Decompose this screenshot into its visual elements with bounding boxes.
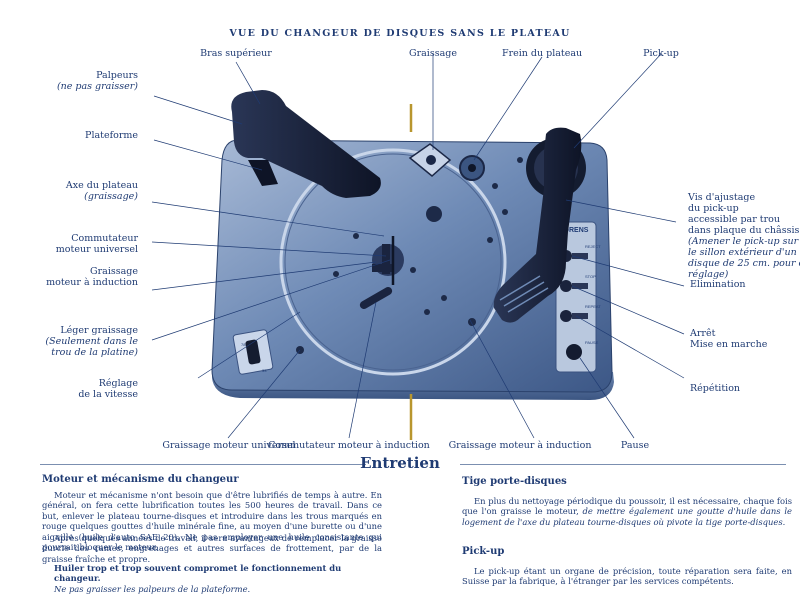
label-reglage-vitesse: Réglage de la vitesse — [78, 378, 138, 400]
label-graissage-induction: Graissage moteur à induction — [46, 266, 138, 288]
para-tige: En plus du nettoyage périodique du pouss… — [462, 496, 792, 527]
label-leger-graissage: Léger graissage (Seulement dans le trou … — [45, 325, 138, 358]
platter-ring — [279, 148, 507, 376]
label-graissage-moteur-universel: Graissage moteur universel — [162, 440, 296, 451]
label-vis-ajustage: Vis d'ajustage du pick-up accessible par… — [688, 192, 800, 280]
label-graissage: Graissage — [409, 48, 457, 59]
label-pickup: Pick-up — [643, 48, 679, 59]
label-graissage-moteur-induction: Graissage moteur à induction — [448, 440, 592, 451]
leader-lines — [151, 53, 685, 439]
pickup-arm — [493, 127, 586, 323]
label-palpeurs: Palpeurs (ne pas graisser) — [56, 70, 138, 92]
spindle-mechanism — [359, 236, 404, 309]
para-moteur-1: Moteur et mécanisme n'ont besoin que d'ê… — [42, 490, 382, 553]
label-axe-plateau: Axe du plateau (graissage) — [65, 180, 138, 202]
section-rule-right — [460, 464, 786, 465]
page-title: VUE DU CHANGEUR DE DISQUES SANS LE PLATE… — [229, 28, 571, 39]
btn-stop-label: STOP — [585, 274, 596, 279]
upper-arm — [231, 90, 381, 198]
chassis-plate — [211, 139, 613, 393]
record-changer-illustration: ORENS REJECT STOP REPEAT PAUSE — [151, 53, 685, 440]
heading-tige: Tige porte-disques — [462, 476, 567, 487]
label-bras-superieur: Bras supérieur — [200, 48, 272, 59]
label-frein-plateau: Frein du plateau — [502, 48, 583, 59]
heading-moteur: Moteur et mécanisme du changeur — [42, 474, 239, 485]
control-knobs — [560, 250, 588, 360]
para-moteur-2: Après quelques années de travail, il ser… — [42, 533, 382, 564]
para-moteur-warning: Huiler trop et trop souvent compromet le… — [54, 563, 342, 594]
section-rule-left — [40, 464, 366, 465]
para-pickup: Le pick-up étant un organe de précision,… — [462, 566, 792, 587]
btn-reject-label: REJECT — [585, 244, 601, 249]
speed-mark-78: 78 — [241, 342, 246, 347]
label-arret-marche: Arrêt Mise en marche — [690, 328, 768, 350]
heading-pickup: Pick-up — [462, 546, 505, 557]
label-pause: Pause — [620, 440, 650, 451]
lubrication-holes — [296, 157, 523, 354]
speed-mark-33: 33 — [262, 368, 267, 373]
btn-repeat-label: REPEAT — [585, 304, 601, 309]
label-elimination: Elimination — [690, 279, 746, 290]
btn-pause-label: PAUSE — [585, 340, 599, 345]
label-commutateur-universel: Commutateur moteur universel — [55, 233, 138, 255]
label-commutateur-moteur-induction: Commutateur moteur à induction — [268, 440, 430, 451]
section-title: Entretien — [360, 454, 440, 472]
brand-logo: ORENS — [564, 227, 589, 234]
label-plateforme: Plateforme — [85, 130, 138, 141]
label-repetition: Répétition — [690, 383, 741, 394]
